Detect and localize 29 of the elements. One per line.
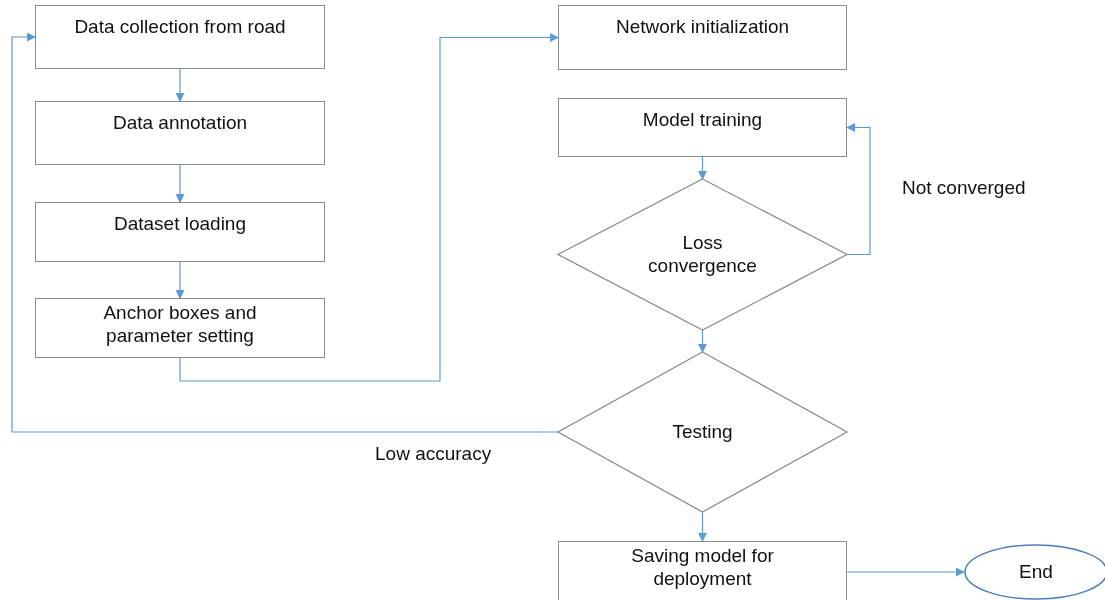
decision-diamond bbox=[558, 179, 847, 330]
decision-diamond bbox=[558, 352, 847, 512]
arrow bbox=[698, 156, 707, 180]
process-box bbox=[35, 298, 325, 358]
arrow bbox=[11, 32, 559, 433]
arrow bbox=[179, 33, 559, 382]
node-label: Data collection from road bbox=[74, 16, 286, 39]
arrow bbox=[846, 123, 871, 256]
node-label: Model training bbox=[642, 109, 763, 132]
process-box bbox=[558, 5, 847, 70]
arrow bbox=[698, 511, 707, 542]
arrow bbox=[175, 68, 185, 102]
node-label: End bbox=[1019, 560, 1053, 584]
arrow bbox=[698, 329, 707, 353]
process-box bbox=[558, 98, 847, 157]
node-label: Loss convergence bbox=[647, 231, 758, 278]
node-label: Saving model for deployment bbox=[630, 545, 775, 591]
process-box bbox=[558, 541, 847, 600]
arrow bbox=[175, 164, 185, 203]
process-box bbox=[35, 5, 325, 69]
node-label: Testing bbox=[672, 420, 733, 444]
node-label: Dataset loading bbox=[113, 213, 246, 236]
node-label: Data annotation bbox=[112, 112, 248, 135]
arrow bbox=[846, 567, 965, 577]
process-box bbox=[35, 101, 325, 165]
arrow bbox=[175, 261, 185, 299]
node-label: Anchor boxes and parameter setting bbox=[102, 302, 258, 348]
node-label: Network initialization bbox=[615, 16, 790, 39]
process-box bbox=[35, 202, 325, 262]
